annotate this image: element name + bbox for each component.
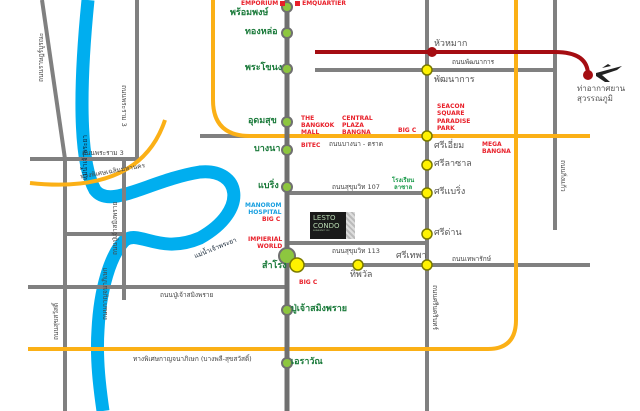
poi-emporium: EMPORIUM [241,0,286,7]
road-ratburana [40,0,67,160]
yellow-station-dot[interactable] [421,228,433,240]
station-si-iam[interactable]: ศรีเอี่ยม [434,141,465,151]
green-station-dot[interactable] [278,247,296,265]
poi-bigc-3: BIG C [299,279,318,286]
label-sukhumvit113: ถนนสุขุมวิท 113 [332,247,380,255]
green-station-dot[interactable] [281,181,293,193]
river [75,0,241,411]
label-thepharak: ถนนเทพารักษ์ [452,255,491,263]
green-station-dot[interactable] [281,357,293,369]
station-si-bearing[interactable]: ศรีแบริ่ง [434,187,466,197]
station-si-thepha[interactable]: ศรีเทพา [396,251,427,261]
hua-mak-station [427,47,437,57]
label-suksawat: ถนนสุขสวัสดิ์ [52,302,60,340]
poi-emquartier: EMQUARTIER [295,0,346,7]
station-udom-suk[interactable]: อุดมสุข [248,116,277,126]
station-si-la-salle[interactable]: ศรีลาซาล [434,159,472,169]
label-rama3: ถนนพระราม 3 [82,149,124,157]
station-bang-na[interactable]: บางนา [254,144,281,154]
station-pu-chao[interactable]: ปู่เจ้าสมิงพราย [291,304,348,314]
label-kingkaew: ถนนกิ่งแก้ว [559,160,567,192]
station-bearing[interactable]: แบริ่ง [258,181,279,191]
label-pattanakarn: ถนนพัฒนาการ [452,58,495,66]
yellow-station-dot[interactable] [421,259,433,271]
label-bangna-trat: ถนนบางนา - ตราด [329,140,383,148]
station-pattanakarn[interactable]: พัฒนาการ [434,75,475,85]
poi-marker-icon [295,1,300,6]
label-rama3-vertical: ถนนพระราม 3 [120,85,128,127]
yellow-station-dot[interactable] [421,187,433,199]
station-samrong[interactable]: สำโรง [262,261,287,271]
airport-station [583,70,593,80]
station-erawan[interactable]: เอราวัณ [291,357,323,367]
label-pujao: ถนนปู่เจ้าสมิงพราย [160,291,214,299]
airport-label-1: ท่าอากาศยาน [577,84,626,93]
green-station-dot[interactable] [281,144,293,156]
yellow-station-dot[interactable] [352,259,364,271]
poi-bigc-2: BIG C [262,216,281,223]
yellow-station-dot[interactable] [421,130,433,142]
yellow-station-dot[interactable] [421,159,433,171]
green-station-dot[interactable] [281,304,293,316]
poi-lasalle-school: โรงเรียนลาซาล [392,177,415,191]
poi-bigc-1: BIG C [398,127,417,134]
green-station-dot[interactable] [281,63,293,75]
label-puchao-vertical: ถนนปู่เจ้าสมิงพราย [111,201,119,255]
green-station-dot[interactable] [281,27,293,39]
station-phrom-phong[interactable]: พร้อมพงษ์ [230,8,269,18]
yellow-station-dot[interactable] [421,64,433,76]
station-thong-lo[interactable]: ทองหล่อ [245,27,278,37]
label-ratburana: ถนนราษฎร์บูรณะ [37,32,45,82]
station-phra-khanong[interactable]: พระโขนง [245,63,283,73]
poi-bitec: BITEC [301,142,321,149]
label-sukhumvit107: ถนนสุขุมวิท 107 [332,183,380,191]
green-station-dot[interactable] [281,116,293,128]
airport-label-2: สุวรรณภูมิ [577,94,613,103]
station-hua-mak[interactable]: หัวหมาก [434,39,468,49]
station-thipphawan[interactable]: ทิพวัล [350,270,373,280]
label-expressway-bottom: ทางพิเศษกาญจนาภิเษก (บางพลี-สุขสวัสดิ์) [133,355,252,363]
label-sinakarin: ถนนศรีนครินทร์ [431,285,439,330]
label-river-top: แม่น้ำเจ้าพระยา [81,135,89,180]
station-si-dan[interactable]: ศรีด่าน [434,228,462,238]
airplane-icon [596,64,622,82]
yellow-station-dot[interactable] [289,257,305,273]
logo-pattern [346,212,355,239]
poi-marker-icon [280,1,286,6]
label-kanchana: ถนนกาญจนาภิเษก [101,267,109,320]
